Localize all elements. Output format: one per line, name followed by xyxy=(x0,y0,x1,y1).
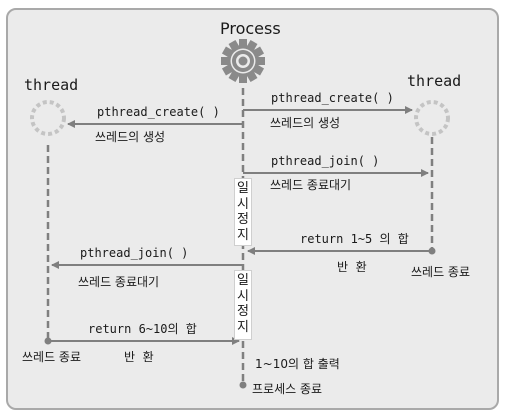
right-thread-title: thread xyxy=(407,72,462,90)
pause-char: 지 xyxy=(237,227,249,243)
return-left-value: return 6~10의 합 xyxy=(88,322,197,336)
pause-char: 시 xyxy=(237,196,249,212)
join-right-call: pthread_join( ) xyxy=(271,154,380,168)
pause-char: 지 xyxy=(237,319,249,335)
left-thread-end-label: 쓰레드 종료 xyxy=(22,350,82,364)
process-end-dot xyxy=(239,381,247,389)
join-left-call: pthread_join( ) xyxy=(80,246,189,260)
create-right-call: pthread_create( ) xyxy=(271,91,394,105)
right-thread-end-label: 쓰레드 종료 xyxy=(411,265,471,279)
gear-icon xyxy=(221,39,265,83)
create-left-call: pthread_create( ) xyxy=(97,105,220,119)
pause-char: 일 xyxy=(237,181,249,196)
pause-char: 일 xyxy=(237,273,249,288)
left-thread-icon xyxy=(30,100,66,136)
return-right-label: 반 환 xyxy=(337,260,367,274)
pause-char: 정 xyxy=(237,304,249,319)
join-right-desc: 쓰레드 종료대기 xyxy=(270,178,352,192)
process-end-label: 프로세스 종료 xyxy=(252,382,323,396)
create-right-desc: 쓰레드의 생성 xyxy=(270,116,341,130)
right-thread-icon xyxy=(414,100,450,136)
pause-block-1: 일 시 정 지 xyxy=(234,178,252,246)
return-right-value: return 1~5 의 합 xyxy=(300,232,409,246)
process-title: Process xyxy=(220,19,281,38)
create-left-desc: 쓰레드의 생성 xyxy=(95,130,166,144)
pause-char: 시 xyxy=(237,288,249,304)
return-left-label: 반 환 xyxy=(124,350,154,364)
pause-char: 정 xyxy=(237,212,249,227)
process-output-label: 1~10의 합 출력 xyxy=(255,357,340,371)
left-thread-title: thread xyxy=(24,76,79,94)
join-left-desc: 쓰레드 종료대기 xyxy=(78,275,160,289)
pause-block-2: 일 시 정 지 xyxy=(234,270,252,340)
